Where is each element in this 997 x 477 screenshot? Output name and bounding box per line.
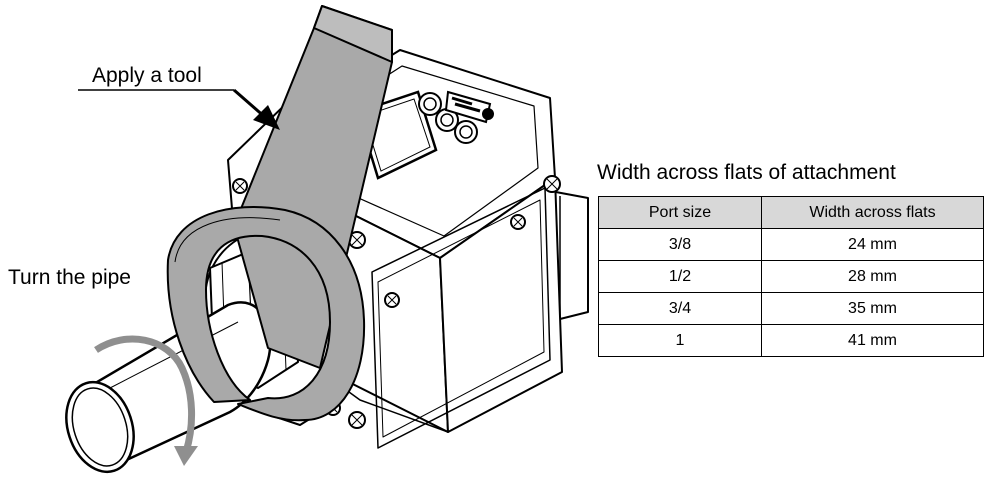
- column-header-width-across-flats: Width across flats: [761, 196, 984, 229]
- spec-table-title: Width across flats of attachment: [597, 161, 896, 184]
- apply-tool-label: Apply a tool: [92, 64, 202, 87]
- width-cell: 41 mm: [761, 324, 984, 357]
- width-cell: 35 mm: [761, 292, 984, 325]
- port-size-cell: 1/2: [598, 260, 762, 293]
- round-button-icon: [454, 120, 478, 144]
- wrench-tool: [166, 5, 393, 422]
- column-header-port-size: Port size: [598, 196, 762, 229]
- port-size-cell: 1: [598, 324, 762, 357]
- table-row: 1/2 28 mm: [598, 260, 984, 293]
- round-button-icon: [418, 92, 442, 116]
- port-size-cell: 3/4: [598, 292, 762, 325]
- table-row: 3/8 24 mm: [598, 228, 984, 261]
- table-header-row: Port size Width across flats: [598, 196, 984, 229]
- rotate-arrow-icon: [94, 335, 198, 466]
- table-row: 3/4 35 mm: [598, 292, 984, 325]
- table-row: 1 41 mm: [598, 324, 984, 357]
- installation-illustration: [65, 5, 589, 474]
- spec-table: Port size Width across flats 3/8 24 mm 1…: [598, 196, 984, 357]
- width-cell: 28 mm: [761, 260, 984, 293]
- width-cell: 24 mm: [761, 228, 984, 261]
- port-size-cell: 3/8: [598, 228, 762, 261]
- brand-logo-icon: [444, 90, 494, 124]
- turn-pipe-label: Turn the pipe: [8, 266, 131, 289]
- callout-arrow-icon: [78, 88, 280, 130]
